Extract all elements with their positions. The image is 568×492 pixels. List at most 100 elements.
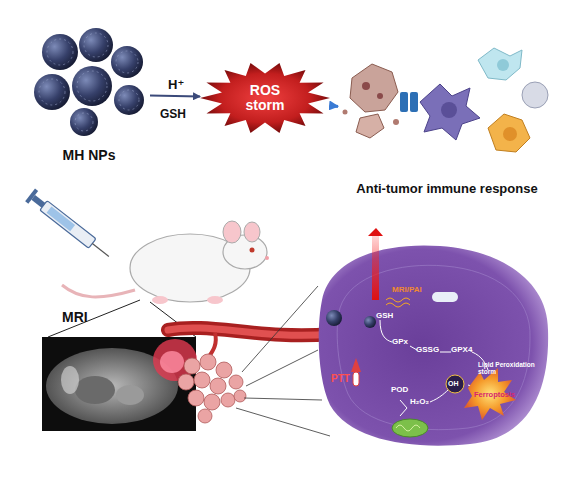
mri-scan — [61, 366, 79, 394]
immune-cells — [522, 82, 548, 108]
blood-vessel — [246, 350, 318, 386]
tumor-cell — [380, 320, 392, 342]
tumor-cell — [396, 425, 420, 431]
blood-vessel — [184, 358, 200, 374]
immune-cells — [441, 102, 457, 118]
immune-cells — [377, 93, 383, 99]
tumor-cell — [410, 346, 417, 350]
annotation-label: H₂O₂ — [410, 398, 429, 406]
annotation-label: Ferroptosis — [474, 391, 515, 399]
blood-vessel — [194, 372, 210, 388]
blood-vessel — [234, 390, 246, 402]
tumor-cell — [386, 298, 410, 302]
mouse-injection — [265, 256, 269, 260]
blood-vessel — [204, 394, 220, 410]
mouse-injection — [48, 300, 140, 337]
immune-cells — [343, 48, 549, 152]
annotation-label: OH — [448, 380, 459, 387]
tumor-cell — [368, 228, 383, 236]
annotation-label: PTT — [331, 374, 350, 385]
immune-cells — [400, 92, 408, 112]
tumor-cell — [400, 400, 407, 416]
nanoparticle-cluster — [34, 28, 144, 136]
nanoparticle-cluster — [75, 113, 93, 131]
tumor-cell — [337, 265, 530, 429]
tumor-cell — [372, 236, 379, 300]
tumor-cell — [353, 372, 359, 386]
blood-vessel — [244, 398, 322, 400]
tumor-cell — [364, 316, 376, 328]
annotation-label: GSH — [376, 312, 393, 320]
immune-response-group: Anti-tumor immune response — [338, 42, 556, 196]
nanoparticle-cluster — [42, 34, 78, 70]
immune-cells — [503, 127, 517, 141]
nanoparticle-cluster — [39, 33, 139, 131]
nanoparticle-cluster — [47, 39, 73, 65]
blood-vessel — [236, 286, 330, 436]
mri-scan — [160, 351, 184, 373]
blood-vessel — [188, 390, 204, 406]
nanoparticle-cluster — [34, 74, 70, 110]
ros-starburst: ROS storm — [200, 62, 330, 134]
mouse-injection — [25, 189, 38, 204]
immune-cells — [420, 84, 480, 140]
annotation-label: GPx — [392, 338, 408, 346]
nanoparticle-cluster — [70, 108, 98, 136]
blood-vessel — [178, 354, 246, 423]
blood-vessel — [168, 328, 332, 335]
mouse-injection — [25, 189, 269, 337]
immune-cells — [356, 114, 384, 138]
mouse-injection — [223, 221, 241, 243]
blood-vessel — [178, 374, 194, 390]
nanoparticle-cluster — [72, 66, 112, 106]
nanoparticle-cluster — [84, 33, 108, 57]
mouse-injection — [152, 296, 168, 304]
immune-cells — [393, 119, 399, 125]
annotation-label: Lipid Peroxidation storm — [478, 362, 538, 376]
blood-vessel — [229, 375, 243, 389]
node-text: Anti-tumor immune response — [356, 182, 537, 196]
mouse-injection — [244, 222, 260, 242]
tumor-cell — [440, 352, 451, 353]
nanoparticle-cluster — [79, 28, 113, 62]
tumor-cell — [464, 368, 516, 420]
mouse-injection — [40, 201, 96, 249]
nanoparticle-cluster — [119, 90, 139, 110]
annotation-label: GPX4 — [451, 346, 472, 354]
blood-vessel — [242, 286, 318, 372]
mri-scan — [42, 337, 196, 431]
tumor-cell — [351, 358, 361, 372]
nanoparticle-cluster — [116, 51, 138, 73]
mouse-injection — [92, 244, 109, 257]
mouse-injection — [250, 248, 255, 253]
immune-cells — [362, 82, 370, 90]
nanoparticle-cluster — [114, 85, 144, 115]
annotation-label: GSH — [160, 108, 186, 121]
blood-vessel — [200, 354, 216, 370]
blood-vessel — [168, 328, 332, 335]
blood-vessel — [216, 362, 232, 378]
blood-vessel — [210, 378, 226, 394]
blood-vessel — [221, 393, 235, 407]
mri-scan — [116, 385, 144, 405]
nanoparticle-group: MH NPs — [28, 25, 150, 163]
tumor-cell — [319, 245, 548, 445]
mouse-injection — [25, 189, 114, 263]
node-text: ROS storm — [235, 83, 295, 114]
tumor-cell — [319, 228, 548, 446]
mouse-injection — [62, 285, 135, 297]
starburst-outline — [200, 63, 330, 133]
immune-cells — [410, 92, 418, 112]
node-text: MH NPs — [63, 148, 116, 163]
mri-scan — [42, 337, 197, 431]
blood-vessel — [236, 408, 330, 436]
mouse-injection — [207, 296, 223, 304]
annotation-label: MRI/PAI — [392, 286, 422, 294]
immune-cells — [350, 64, 398, 112]
nanoparticle-cluster — [77, 71, 107, 101]
immune-cells — [478, 48, 522, 80]
tumor-cell — [386, 303, 410, 307]
